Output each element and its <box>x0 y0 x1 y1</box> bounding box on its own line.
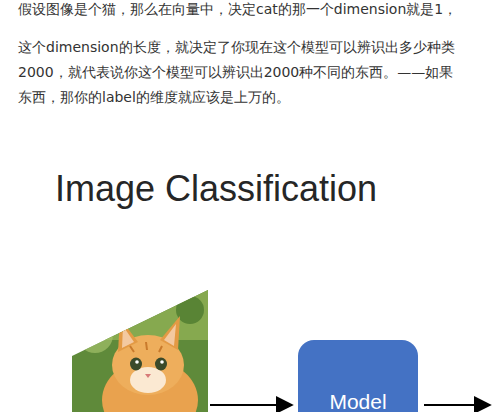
paragraph-line: 2000，就代表说你这个模型可以辨识出2000种不同的东西。——如果 <box>18 63 453 81</box>
flow-arrow <box>210 404 292 406</box>
box-label: Model <box>298 390 418 412</box>
paragraph-line: 这个dimension的长度，就决定了你现在这个模型可以辨识出多少种类 <box>18 38 455 56</box>
slide-title: Image Classification <box>55 168 377 210</box>
paragraph-line: 东西，那你的label的维度就应该是上万的。 <box>18 88 290 106</box>
flow-arrow <box>424 404 490 406</box>
cat-photo <box>72 290 208 412</box>
model-box: Model <box>298 340 418 412</box>
paragraph-line: 假设图像是个猫，那么在向量中，决定cat的那一个dimension就是1， <box>18 0 457 18</box>
